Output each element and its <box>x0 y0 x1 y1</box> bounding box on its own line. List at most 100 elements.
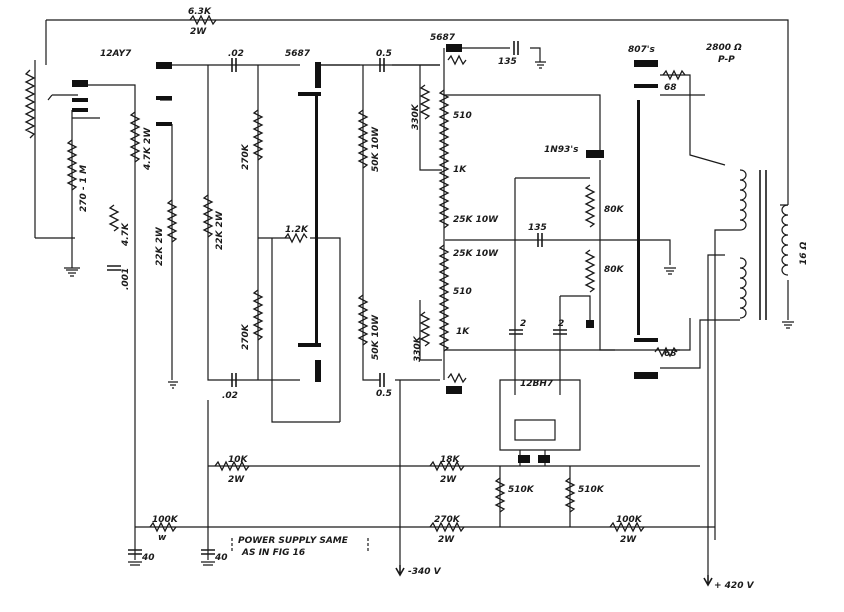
ps-note-line2: AS IN FIG 16 <box>241 548 305 558</box>
cap-135-mid-label: 135 <box>528 223 547 233</box>
output-grid-top <box>634 84 658 88</box>
rect-heater <box>514 419 556 441</box>
cap-40-left-label: 40 <box>141 553 155 563</box>
arrow-down-icon <box>703 575 713 587</box>
preamp-grid-l <box>72 98 88 102</box>
res-330k-bot-label: 330K <box>413 335 423 362</box>
fb-res-value: 6.3K <box>188 7 212 17</box>
res-80k-bot <box>584 249 596 293</box>
supply-neg-label: -340 V <box>408 567 442 577</box>
res-510k-left-label: 510K <box>508 485 535 495</box>
res-68-top-label: 68 <box>664 83 677 93</box>
res-ladder-lower <box>438 244 450 352</box>
res-510k-right <box>564 477 576 513</box>
cap-05-top-label: 0.5 <box>376 49 392 59</box>
arrow-down-icon <box>395 565 405 577</box>
res-100k-left <box>149 521 177 533</box>
res-4-7k <box>108 204 120 232</box>
res-ladder-upper <box>438 89 450 229</box>
cap-05-top <box>379 58 385 72</box>
res-5687-grid-bot <box>447 372 467 384</box>
cap-05-bot-label: 0.5 <box>376 389 392 399</box>
cap-02-top-label: .02 <box>228 49 244 59</box>
res-510-bot-label: 510 <box>453 287 472 297</box>
preamp-cathode-l <box>72 108 88 112</box>
rect-tube-label: 12BH7 <box>520 379 554 389</box>
res-22k-2w-label: 22K 2W <box>155 226 165 266</box>
res-5687-grid <box>447 54 467 66</box>
preamp-grid-r <box>156 96 172 100</box>
res-4-7k-label: 4.7K <box>121 222 131 247</box>
primary-upper-winding <box>739 169 747 231</box>
ground-icon <box>168 381 178 389</box>
cap-40-left <box>128 549 142 555</box>
output-plate-bot <box>634 372 658 379</box>
res-270k-bot-label: 270K <box>241 323 251 350</box>
tube-electrodes <box>72 44 658 463</box>
transformer-core <box>759 170 767 320</box>
labels: 6.3K 2W 12AY7 .02 5687 0.5 5687 135 807'… <box>79 7 809 591</box>
res-50k-10w-top <box>357 109 369 169</box>
cap-2-right <box>553 329 567 335</box>
cap-2-right-label: 2 <box>558 319 564 329</box>
res-510-top-label: 510 <box>453 111 472 121</box>
cap-135-top <box>513 41 519 55</box>
ground-icon <box>128 561 142 566</box>
grounds <box>66 61 794 566</box>
res-1-2k <box>284 232 308 244</box>
supply-pos-label: + 420 V <box>714 581 755 591</box>
driver-plate-top <box>315 62 321 88</box>
res-50k-10w-bot <box>357 294 369 346</box>
diode-label: 1N93's <box>544 145 579 155</box>
cap-40-right-label: 40 <box>214 553 228 563</box>
out-driver-tube-label: 5687 <box>430 33 456 43</box>
res-330k-bot <box>419 311 431 347</box>
res-270k-1m <box>66 139 78 191</box>
res-10k <box>214 460 250 472</box>
res-100k-right-label: 100K <box>616 515 643 525</box>
preamp-plate-r <box>156 62 172 69</box>
pot-value-label: 270 - 1 M <box>79 165 89 212</box>
preamp-plate-l <box>72 80 88 87</box>
res-1k-bot-label: 1K <box>456 327 470 337</box>
res-18k-watt-label: 2W <box>440 475 457 485</box>
primary-lower-winding <box>739 257 747 319</box>
diode-top <box>586 150 604 158</box>
preamp-cathode-r <box>156 122 172 126</box>
res-22k-2w-b <box>202 194 214 238</box>
res-100k-left-label: 100K <box>152 515 179 525</box>
res-270k-top <box>252 109 264 161</box>
driver-cathode <box>315 95 318 345</box>
res-270k-ps-label: 270K <box>434 515 461 525</box>
cap-02-bot-label: .02 <box>222 391 238 401</box>
res-68-top <box>662 69 686 81</box>
fb-res-watt: 2W <box>190 27 207 37</box>
driver-tube-label: 5687 <box>285 49 311 59</box>
supply-terminals <box>395 565 713 587</box>
res-80k-top-label: 80K <box>604 205 625 215</box>
res-68-bot <box>654 346 678 358</box>
ps-note-line1: POWER SUPPLY SAME <box>238 536 349 546</box>
resistors <box>24 14 686 533</box>
cap-2-left <box>509 329 523 335</box>
cap-05-bot <box>379 373 385 387</box>
capacitors <box>107 41 567 555</box>
pot-resistor <box>24 69 36 139</box>
diode-bot <box>586 320 594 328</box>
cap-001-label: .001 <box>121 268 131 290</box>
driver-grid-bot <box>298 343 321 347</box>
output-cathode <box>637 100 640 335</box>
res-25k-10w-top-label: 25K 10W <box>453 215 499 225</box>
res-100k-right-watt-label: 2W <box>620 535 637 545</box>
output-transformer <box>739 169 789 320</box>
output-plate-top <box>634 60 658 67</box>
res-22k-2w-a <box>166 199 178 243</box>
res-10k-watt-label: 2W <box>228 475 245 485</box>
res-80k-bot-label: 80K <box>604 265 625 275</box>
ps-note-bracket <box>231 538 369 552</box>
res-330k-top-label: 330K <box>411 103 421 130</box>
res-510k-left <box>494 477 506 513</box>
output-grid-bot <box>634 338 658 342</box>
res-270k-top-label: 270K <box>241 143 251 170</box>
